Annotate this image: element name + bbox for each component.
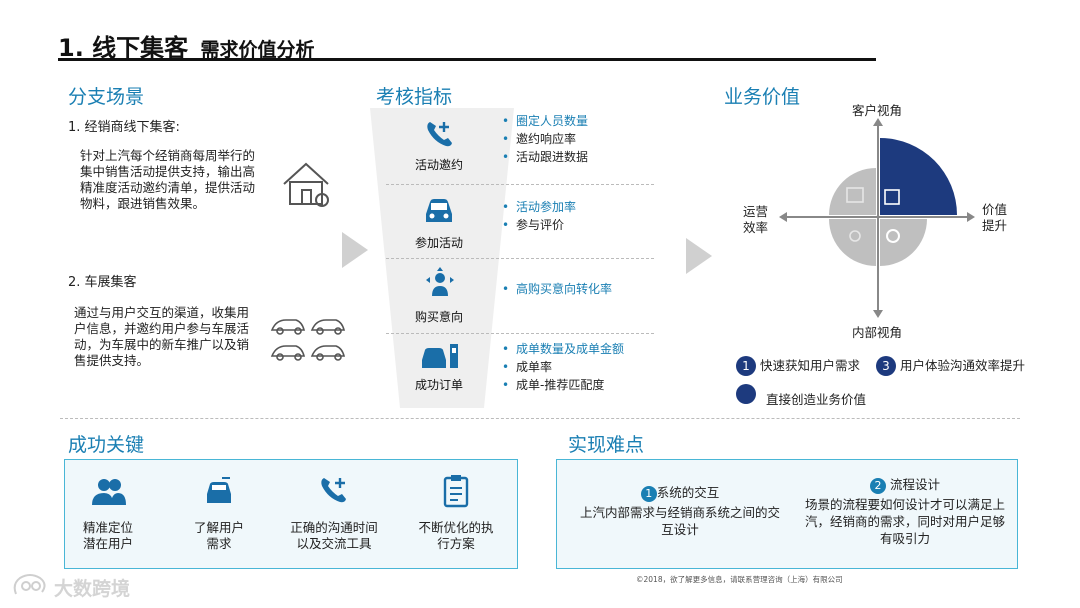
section-divider bbox=[60, 418, 1020, 419]
stage-label: 参加活动 bbox=[399, 234, 479, 251]
difficulty-body: 场景的流程要如何设计才可以满足上汽，经销商的需求，同时对用户足够有吸引力 bbox=[801, 496, 1009, 547]
kpi-bullet: 高购买意向转化率 bbox=[502, 282, 612, 297]
cars-icon bbox=[268, 312, 352, 368]
kpi-bullet: 成单率 bbox=[502, 358, 624, 376]
kpi-bullet: 活动参加率 bbox=[502, 198, 576, 216]
difficulty-heading: 流程设计 bbox=[890, 477, 940, 492]
axis-top-label: 客户视角 bbox=[852, 100, 902, 119]
phone-plus-icon bbox=[318, 474, 352, 506]
difficulty-title: 实现难点 bbox=[568, 430, 644, 457]
house-icon bbox=[278, 158, 334, 210]
keys-title: 成功关键 bbox=[68, 430, 144, 457]
value-point-text: 用户体验沟通效率提升 bbox=[900, 358, 1025, 373]
kpi-bullets-3: 高购买意向转化率 bbox=[502, 282, 612, 297]
clipboard-icon bbox=[442, 474, 470, 508]
branch-item2-heading: 2. 车展集客 bbox=[68, 275, 137, 291]
key-label: 了解用户需求 bbox=[189, 520, 249, 552]
branch-item2-body: 通过与用户交互的渠道，收集用户信息，并邀约用户参与车展活动，为车展中的新车推广以… bbox=[74, 305, 254, 369]
difficulty-heading: 系统的交互 bbox=[657, 485, 720, 500]
kpi-bullet: 参与评价 bbox=[502, 216, 576, 234]
value-point-number bbox=[736, 384, 756, 404]
value-point-text: 直接创造业务价值 bbox=[766, 392, 866, 407]
difficulty-body: 上汽内部需求与经销商系统之间的交互设计 bbox=[580, 504, 780, 538]
kpi-bullets-2: 活动参加率 参与评价 bbox=[502, 198, 576, 234]
kpi-bullet: 活动跟进数据 bbox=[502, 148, 588, 166]
value-point-number: 3 bbox=[876, 356, 896, 376]
phone-plus-icon bbox=[424, 118, 454, 148]
arrow-right-icon bbox=[684, 236, 714, 276]
value-point: 1 快速获知用户需求 bbox=[736, 356, 860, 376]
value-title: 业务价值 bbox=[724, 82, 800, 109]
key-label: 精准定位潜在用户 bbox=[78, 520, 138, 552]
stage-label: 成功订单 bbox=[399, 376, 479, 393]
divider bbox=[386, 184, 654, 185]
axis-left-label: 运营效率 bbox=[743, 204, 773, 236]
divider bbox=[386, 333, 654, 334]
kpi-bullet: 成单数量及成单金额 bbox=[502, 340, 624, 358]
watermark-logo-icon bbox=[10, 572, 50, 600]
car-station-icon bbox=[420, 340, 460, 372]
difficulty-number: 2 bbox=[870, 478, 886, 494]
stage-label: 活动邀约 bbox=[399, 156, 479, 173]
value-point-text: 快速获知用户需求 bbox=[760, 358, 860, 373]
watermark-text: 大数跨境 bbox=[54, 574, 130, 601]
car-icon bbox=[422, 196, 456, 226]
kpi-title: 考核指标 bbox=[376, 82, 452, 109]
branch-item1-body: 针对上汽每个经销商每周举行的集中销售活动提供支持，输出高精准度活动邀约清单，提供… bbox=[80, 148, 260, 212]
branch-title: 分支场景 bbox=[68, 82, 144, 109]
kpi-bullet: 成单-推荐匹配度 bbox=[502, 376, 624, 394]
arrow-right-icon bbox=[340, 230, 370, 270]
users-icon bbox=[92, 476, 126, 506]
divider bbox=[386, 258, 654, 259]
car-dashboard-icon bbox=[204, 476, 234, 506]
value-point: 直接创造业务价值 bbox=[736, 384, 866, 410]
key-label: 正确的沟通时间以及交流工具 bbox=[288, 520, 380, 552]
key-label: 不断优化的执行方案 bbox=[414, 520, 498, 552]
value-point-number: 1 bbox=[736, 356, 756, 376]
difficulty-item: 2 流程设计 场景的流程要如何设计才可以满足上汽，经销商的需求，同时对用户足够有… bbox=[800, 476, 1010, 547]
copyright: ©2018，欲了解更多信息，请联系营理咨询（上海）有限公司 bbox=[636, 574, 843, 585]
title-underline bbox=[58, 58, 876, 61]
kpi-bullet: 圈定人员数量 bbox=[502, 112, 588, 130]
value-point: 3 用户体验沟通效率提升 bbox=[876, 356, 1036, 376]
axis-bottom-label: 内部视角 bbox=[852, 322, 902, 341]
kpi-bullets-4: 成单数量及成单金额 成单率 成单-推荐匹配度 bbox=[502, 340, 624, 394]
branch-item1-heading: 1. 经销商线下集客: bbox=[68, 120, 180, 136]
kpi-bullets-1: 圈定人员数量 邀约响应率 活动跟进数据 bbox=[502, 112, 588, 166]
kpi-bullet: 邀约响应率 bbox=[502, 130, 588, 148]
difficulty-number: 1 bbox=[641, 486, 657, 502]
value-quadrant bbox=[775, 118, 980, 320]
person-arrows-icon bbox=[424, 266, 456, 300]
axis-right-label: 价值提升 bbox=[982, 202, 1012, 234]
stage-label: 购买意向 bbox=[399, 308, 479, 325]
